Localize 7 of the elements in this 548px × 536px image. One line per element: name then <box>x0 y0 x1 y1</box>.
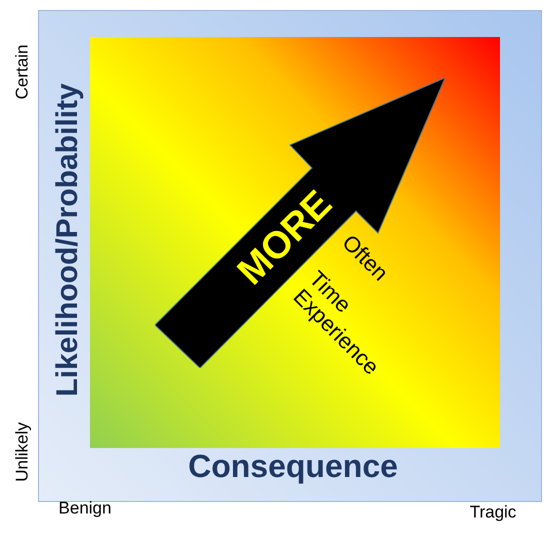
scale-label: Certain <box>14 44 30 100</box>
axis-title: Consequence <box>188 450 398 482</box>
risk-gradient-square <box>90 37 500 448</box>
scale-label: Unlikely <box>14 422 30 482</box>
scale-label: Tragic <box>470 504 516 520</box>
scale-label: Benign <box>58 500 112 516</box>
axis-title: Likelihood/Probability <box>53 83 83 397</box>
